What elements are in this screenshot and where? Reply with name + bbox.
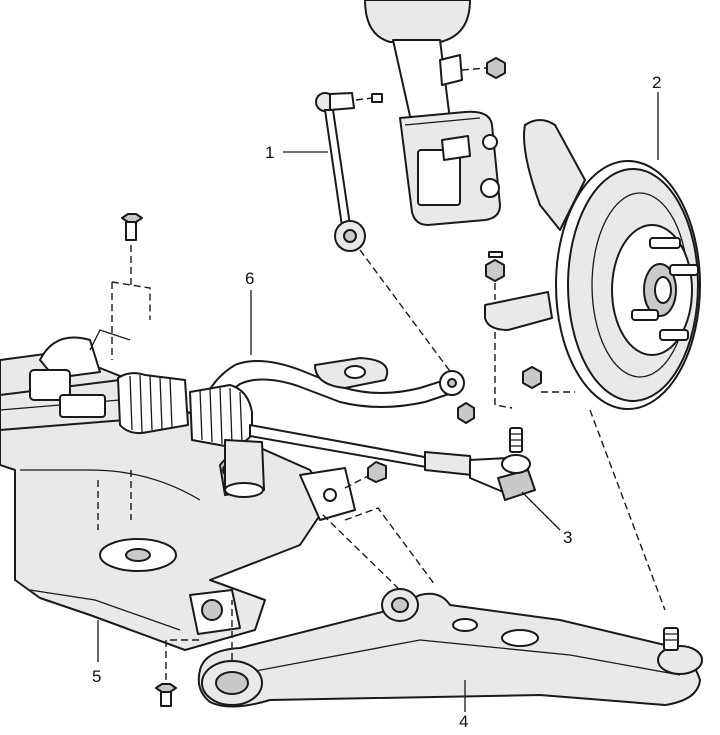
steering-boot-right [189,384,253,448]
steering-gear [0,369,536,501]
fasteners [97,213,436,707]
lower-control-arm [197,588,703,708]
wheel-studs [631,237,699,341]
ball-joint [657,627,703,675]
subframe [0,329,356,651]
strut-assembly [364,0,506,226]
bushing-front [201,660,263,706]
leader-lines [97,92,659,712]
steering-boot-left [117,372,189,435]
callout-4: 4 [459,712,468,731]
callout-2: 2 [652,73,661,92]
callout-6: 6 [245,269,254,288]
callout-labels: 1 2 3 4 5 6 [92,73,661,731]
callout-1: 1 [265,143,274,162]
callout-5: 5 [92,667,101,686]
bushing-rear [381,588,419,622]
stabilizer-link [315,92,456,379]
knuckle-and-brake-disc [484,119,701,611]
callout-3: 3 [563,528,572,547]
